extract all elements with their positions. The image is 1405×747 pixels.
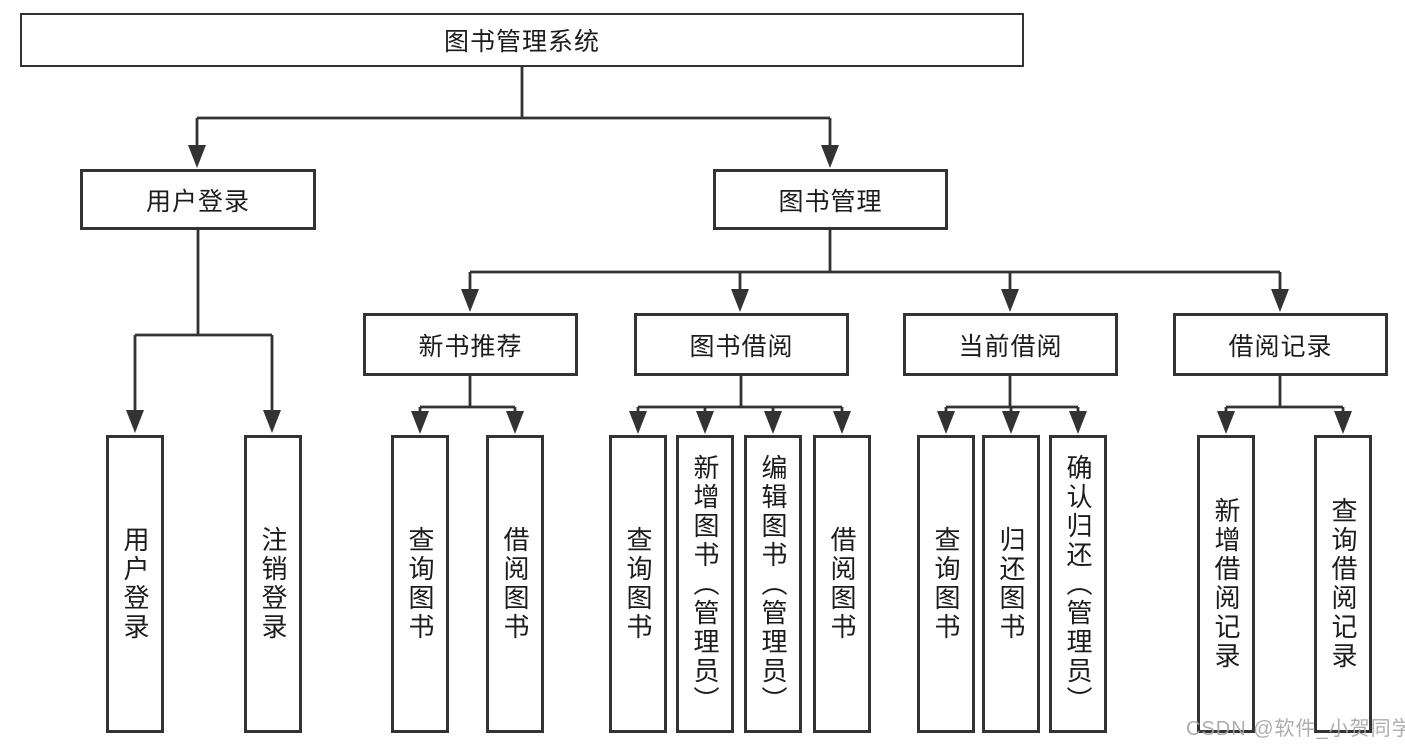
leaf-add-books-admin: 新增图书（管理员） — [676, 435, 734, 733]
csdn-watermark: CSDN @软件_小贺同学 — [1186, 718, 1405, 740]
leaf-edit-books-admin: 编辑图书（管理员） — [744, 435, 802, 733]
leaf-query-borrow-record: 查询借阅记录 — [1314, 435, 1372, 733]
leaf-query-books-recommend: 查询图书 — [391, 435, 449, 733]
node-book-borrowing: 图书借阅 — [634, 313, 849, 376]
node-user-login: 用户登录 — [80, 169, 316, 230]
leaf-borrow-books-recommend: 借阅图书 — [486, 435, 544, 733]
connector-segments — [133, 67, 1345, 414]
node-current-borrowing: 当前借阅 — [903, 313, 1118, 376]
leaf-logout: 注销登录 — [244, 435, 302, 733]
arrowheads — [126, 145, 1352, 434]
leaf-user-login: 用户登录 — [106, 435, 164, 733]
leaf-query-books-current: 查询图书 — [917, 435, 975, 733]
leaf-confirm-return-admin: 确认归还（管理员） — [1049, 435, 1107, 733]
node-book-management: 图书管理 — [713, 169, 948, 230]
leaf-query-books-borrowing: 查询图书 — [609, 435, 667, 733]
node-borrowing-records: 借阅记录 — [1173, 313, 1388, 376]
leaf-borrow-books: 借阅图书 — [813, 435, 871, 733]
leaf-return-books: 归还图书 — [982, 435, 1040, 733]
node-new-book-recommend: 新书推荐 — [363, 313, 578, 376]
leaf-add-borrow-record: 新增借阅记录 — [1197, 435, 1255, 733]
node-library-management-system: 图书管理系统 — [20, 13, 1024, 67]
